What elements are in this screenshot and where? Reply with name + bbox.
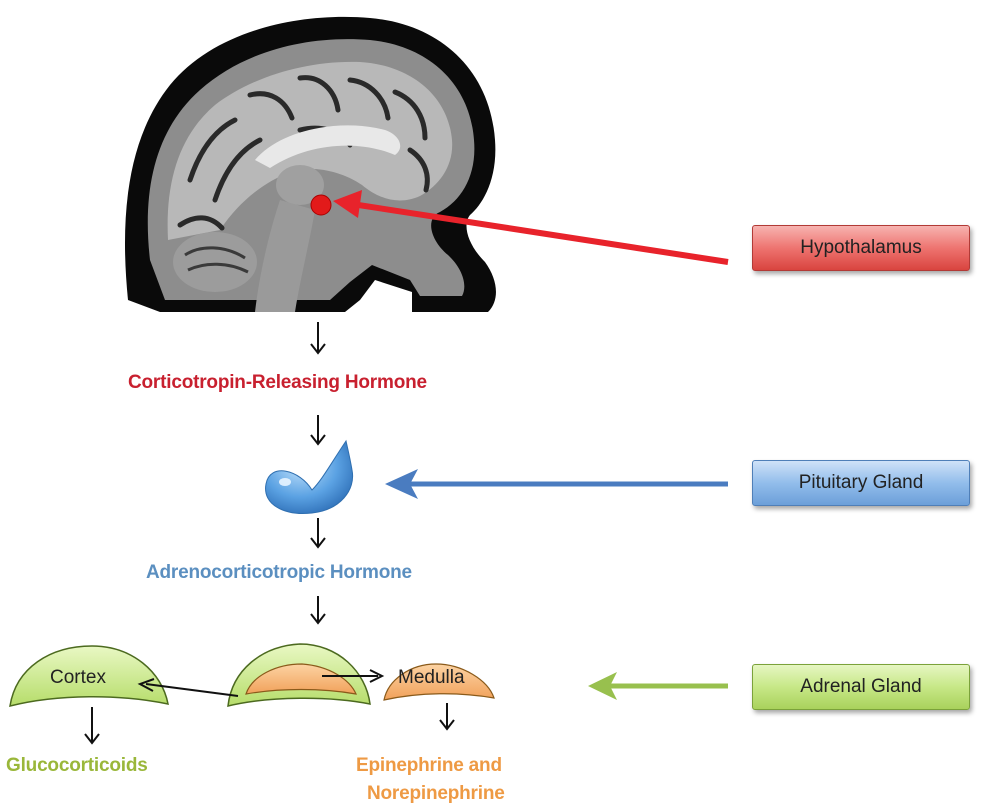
epinephrine-label-line2: Norepinephrine [367,783,505,804]
down-arrow-acth [310,596,326,625]
brain-mri-image [124,16,496,313]
down-arrow-medulla [439,703,455,731]
down-arrow-cortex [84,707,100,745]
flow-arrows [84,322,455,745]
hypothalamus-arrow [333,190,729,265]
down-arrow-pituitary [310,518,326,549]
medulla-shape [383,663,495,701]
adrenal-gland-icon [227,643,371,707]
pituitary-drop-icon [265,439,354,514]
pituitary-arrow [385,469,728,499]
adrenal-arrow [588,672,728,700]
crh-label: Corticotropin-Releasing Hormone [128,372,427,393]
medulla-label: Medulla [398,667,465,688]
cortex-shape [9,645,169,708]
adrenal-box: Adrenal Gland [752,664,970,710]
pituitary-box: Pituitary Gland [752,460,970,506]
pituitary-box-label: Pituitary Gland [798,472,924,493]
cortex-medulla-arrows [137,669,385,697]
hypothalamus-box: Hypothalamus [752,225,970,271]
epinephrine-label-line1: Epinephrine and [356,755,502,776]
adrenal-box-label: Adrenal Gland [800,676,922,697]
down-arrow-brain [310,322,326,355]
acth-label: Adrenocorticotropic Hormone [146,562,412,583]
glucocorticoids-label: Glucocorticoids [6,755,148,776]
down-arrow-crh [310,415,326,446]
cortex-label: Cortex [50,667,106,688]
hypothalamus-box-label: Hypothalamus [800,237,922,258]
